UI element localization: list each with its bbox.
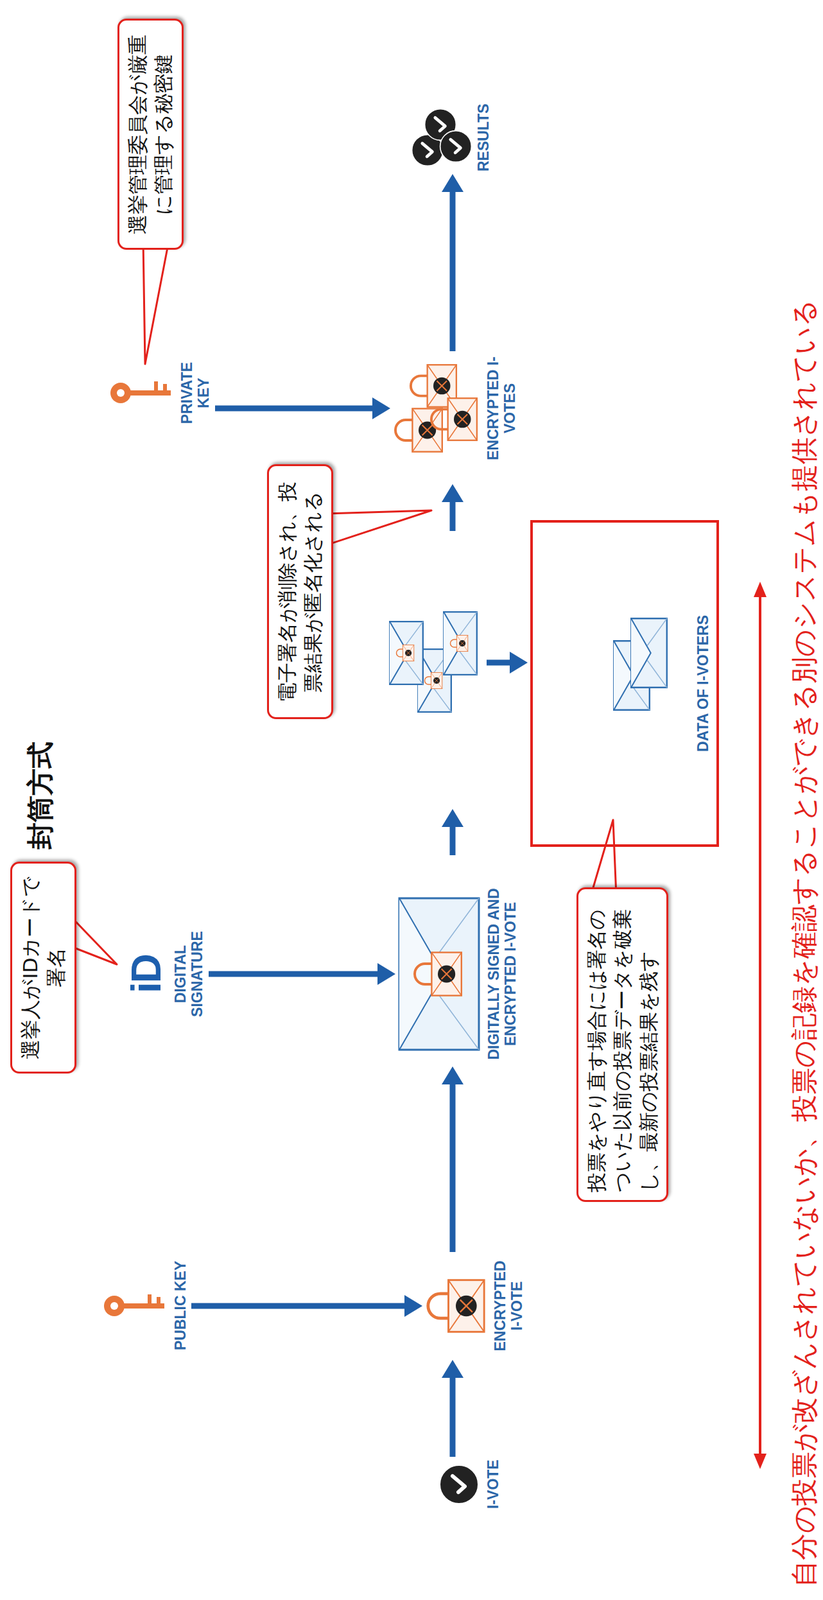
node-label: DIGITAL SIGNATURE <box>172 919 207 1029</box>
id-node: iDDIGITAL SIGNATURE <box>125 919 207 1029</box>
node-label: PRIVATE KEY <box>178 347 213 438</box>
envelope-node: DIGITALLY SIGNED AND ENCRYPTED I-VOTE <box>398 883 520 1064</box>
arrow-head <box>377 962 396 985</box>
key-node: PUBLIC KEY <box>102 1260 189 1351</box>
vote-node: I-VOTE <box>438 1459 502 1509</box>
callout-text: 投票をやり直す場合には署名のついた以前の投票データを破棄し、最新の投票結果を残す <box>583 896 662 1193</box>
callout-note: 投票をやり直す場合には署名のついた以前の投票データを破棄し、最新の投票結果を残す <box>576 887 669 1202</box>
flow-arrow <box>441 1066 464 1252</box>
flow-arrow <box>191 1294 423 1317</box>
key-node: PRIVATE KEY <box>109 347 213 438</box>
arrow-head <box>441 173 464 192</box>
node-label: PUBLIC KEY <box>172 1260 189 1351</box>
arrow-head <box>372 397 391 420</box>
callout-note: 選挙人がIDカードで署名 <box>10 861 77 1074</box>
callout-text: 電子署名が削除され、投票結果が匿名化される <box>274 473 327 710</box>
connector-line <box>215 405 374 412</box>
arrow-head <box>404 1294 423 1317</box>
arrow-head <box>441 1066 464 1085</box>
callout-note: 電子署名が削除され、投票結果が匿名化される <box>267 464 334 720</box>
callout-pointer <box>590 819 617 897</box>
arrow-head <box>441 1359 464 1378</box>
callout-text: 選挙管理委員会が厳重に管理する秘密鍵 <box>124 28 177 241</box>
id-logo: iD <box>125 954 167 994</box>
flow-arrow <box>441 1359 464 1457</box>
lock-node: ENCRYPTED I-VOTE <box>424 1254 526 1358</box>
callout-pointer <box>324 510 432 546</box>
node-label: DIGITALLY SIGNED AND ENCRYPTED I-VOTE <box>485 883 520 1064</box>
lock-node: ENCRYPTED I-VOTES <box>392 353 519 463</box>
connector-line <box>450 1082 456 1252</box>
node-label: ENCRYPTED I-VOTES <box>484 353 519 463</box>
node-label: RESULTS <box>475 103 492 172</box>
box-label: DATA OF I-VOTERS <box>694 615 712 752</box>
data-box: DATA OF I-VOTERS <box>530 519 720 847</box>
flow-arrow <box>441 173 464 352</box>
diagram-title: 封筒方式 <box>25 741 56 850</box>
callout-note: 選挙管理委員会が厳重に管理する秘密鍵 <box>117 18 184 250</box>
connector-line <box>208 971 379 978</box>
node-label: I-VOTE <box>484 1459 502 1509</box>
note-text: 自分の投票が改ざんされていないか、投票の記録を確認することができる別のシステムも… <box>790 299 818 1587</box>
callout-text: 選挙人がIDカードで署名 <box>17 871 70 1064</box>
node-label: ENCRYPTED I-VOTE <box>491 1254 526 1358</box>
connector-line <box>450 1376 456 1457</box>
flow-arrow <box>215 397 391 420</box>
flow-arrow <box>208 962 396 985</box>
results-node: RESULTS <box>408 103 492 172</box>
connector-line <box>191 1303 406 1309</box>
connector-line <box>450 190 456 352</box>
callout-pointer <box>143 240 169 364</box>
